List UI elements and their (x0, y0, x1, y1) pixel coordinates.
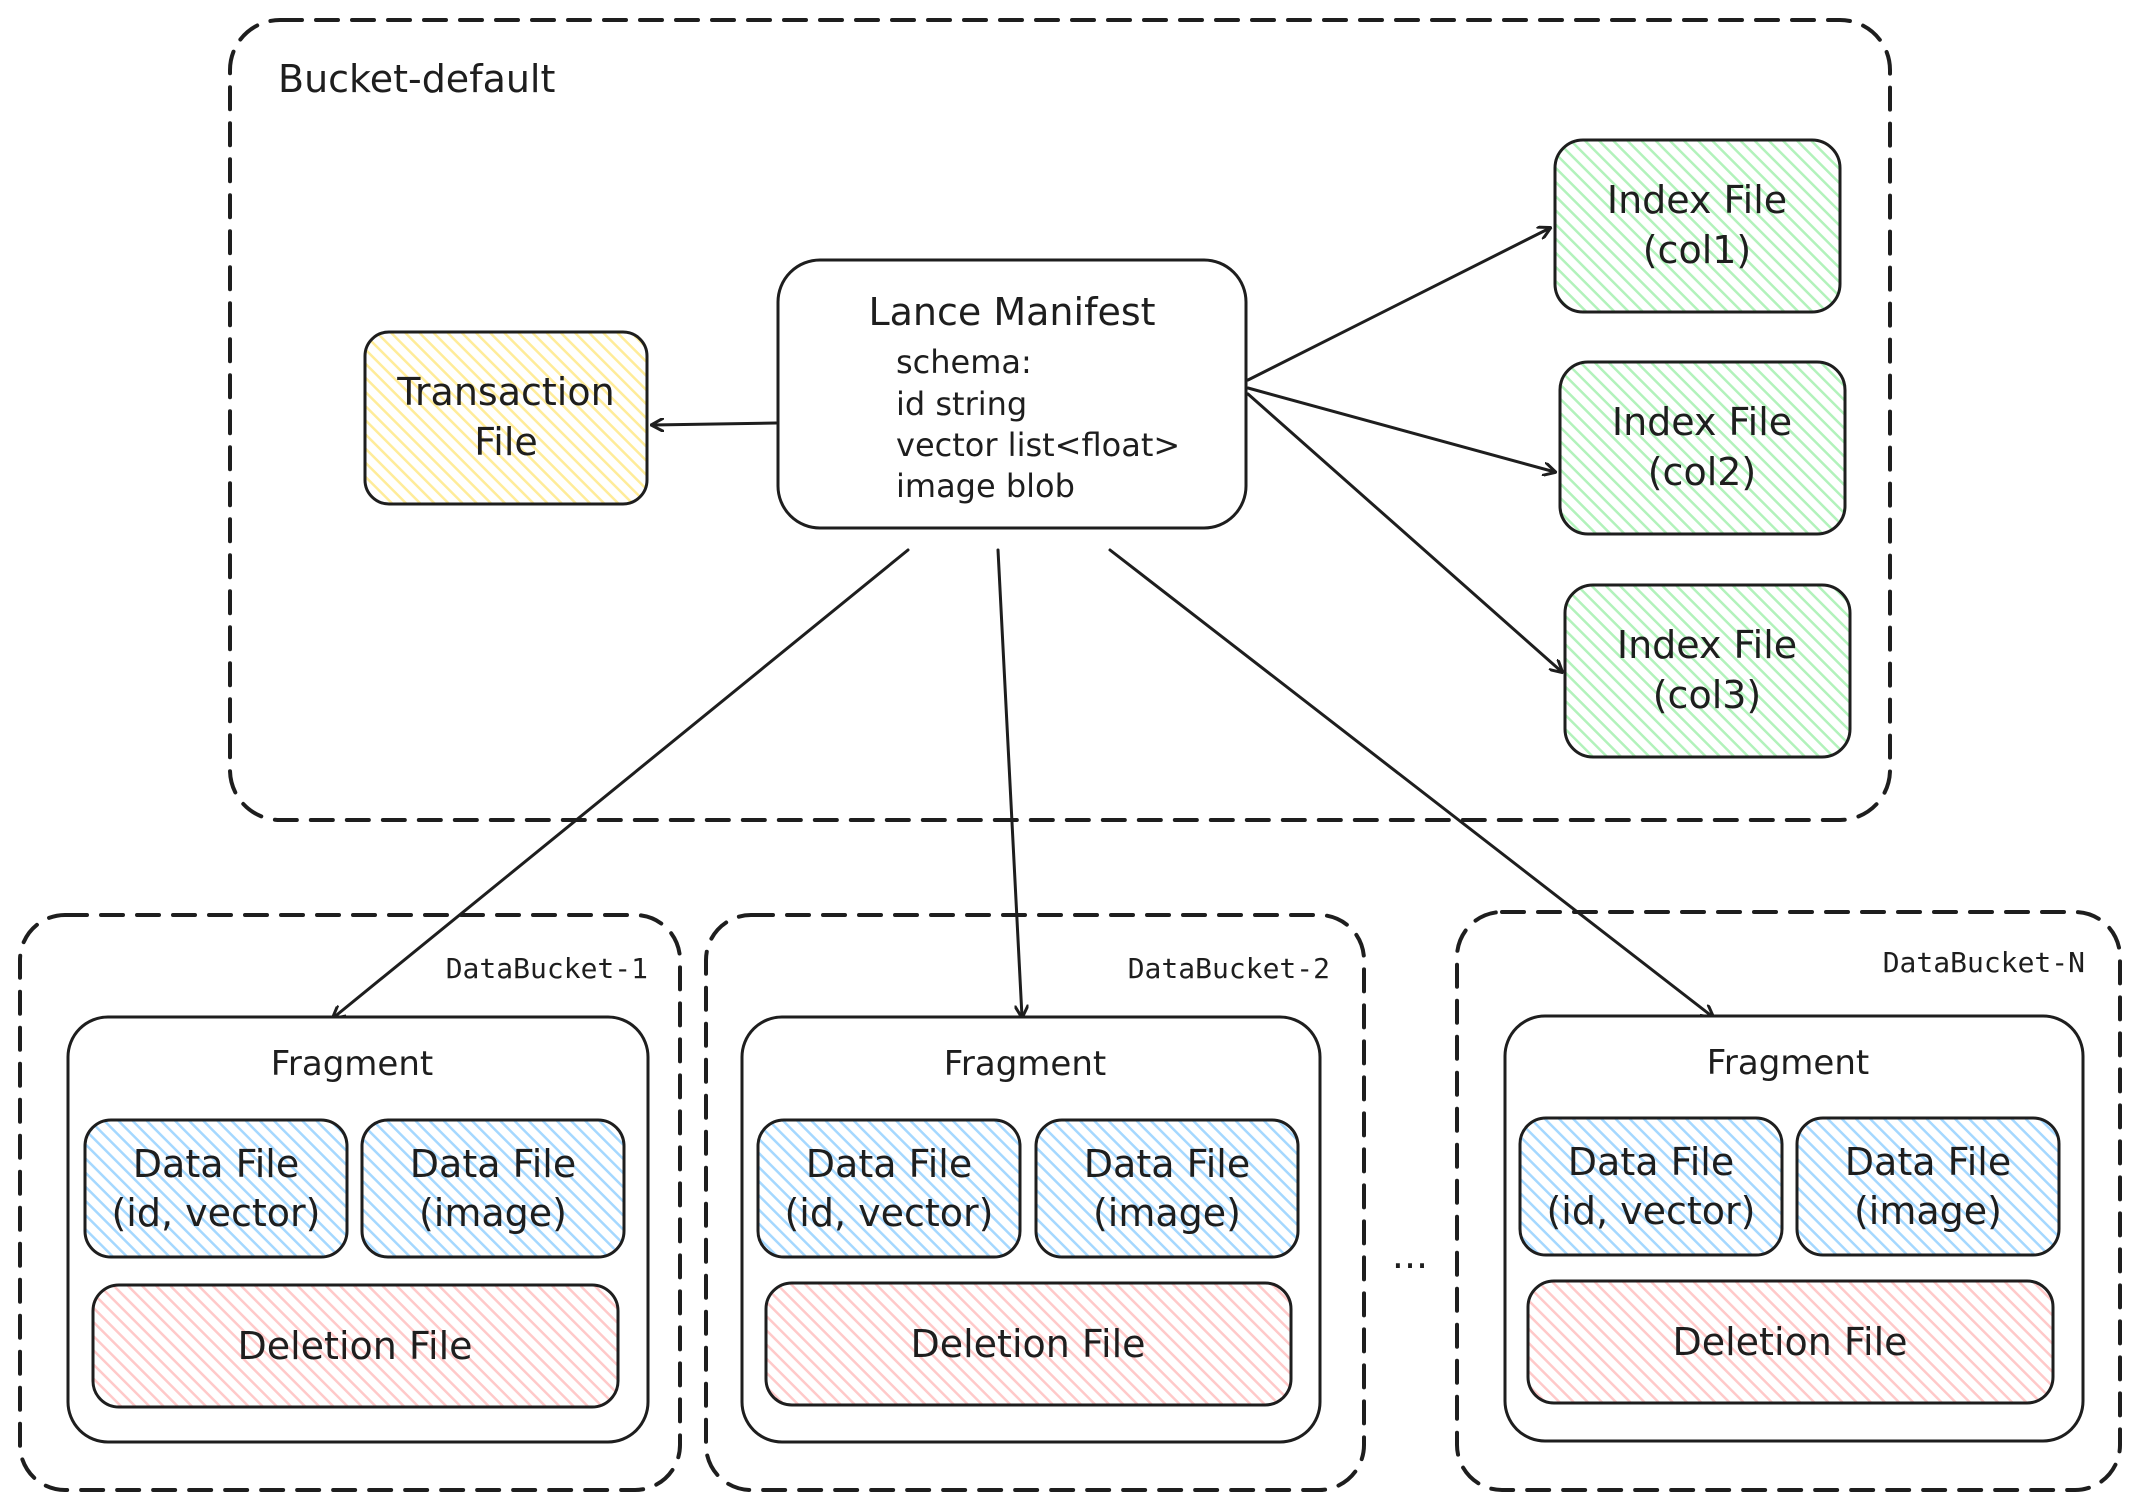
manifest-vector-line: vector list<float> (896, 426, 1180, 464)
databucket-2-data-file-1-line2: (id, vector) (784, 1191, 993, 1235)
databucket-2-label: DataBucket-2 (1128, 952, 1330, 985)
databucket-n-deletion-label: Deletion File (1672, 1320, 1907, 1364)
index-file-col3-line2: (col3) (1653, 673, 1762, 717)
arrow-manifest-to-transaction (652, 423, 778, 425)
index-file-col1: Index File (col1) (1553, 138, 1842, 314)
databucket-1-data-file-2-line1: Data File (410, 1142, 576, 1186)
bucket-default-container: Bucket-default (228, 18, 1892, 822)
arrow-manifest-to-index-col2 (1246, 386, 1555, 472)
index-file-col1-box (1553, 138, 1842, 314)
databucket-1-data-file-1-line2: (id, vector) (111, 1191, 320, 1235)
manifest-schema-line: schema: (896, 343, 1032, 381)
manifest-id-line: id string (896, 385, 1027, 423)
index-file-col1-line1: Index File (1607, 178, 1787, 222)
databucket-n: DataBucket-N Fragment Data File (id, vec… (1455, 910, 2122, 1492)
transaction-file: Transaction File (363, 330, 649, 506)
manifest-image-line: image blob (896, 467, 1075, 505)
databucket-1-deletion-label: Deletion File (237, 1324, 472, 1368)
databucket-2-deletion-file (764, 1281, 1293, 1407)
databucket-1-label: DataBucket-1 (446, 952, 648, 985)
databucket-2-data-file-2-line1: Data File (1084, 1142, 1250, 1186)
arrow-manifest-to-index-col3 (1246, 392, 1562, 672)
databucket-n-data-file-image (1795, 1116, 2061, 1257)
index-file-col2: Index File (col2) (1558, 360, 1847, 536)
arrow-manifest-to-index-col1 (1246, 228, 1550, 382)
databucket-1-data-file-image (360, 1118, 626, 1259)
index-file-col2-box (1558, 360, 1847, 536)
index-file-col3-box (1563, 583, 1852, 759)
databucket-n-data-file-id-vector (1518, 1116, 1784, 1257)
databucket-1-deletion-file (91, 1283, 620, 1409)
transaction-file-line2: File (474, 420, 538, 464)
lance-manifest: Lance Manifest schema: id string vector … (776, 258, 1248, 530)
databucket-2-deletion-label: Deletion File (910, 1322, 1145, 1366)
databucket-2-data-file-id-vector (756, 1118, 1022, 1259)
databucket-n-deletion-file (1526, 1279, 2055, 1405)
databucket-n-data-file-2-line2: (image) (1854, 1189, 2002, 1233)
lance-manifest-box (776, 258, 1248, 530)
databucket-n-data-file-1-line2: (id, vector) (1546, 1189, 1755, 1233)
ellipsis: ... (1392, 1233, 1428, 1277)
transaction-file-line1: Transaction (396, 370, 614, 414)
databucket-n-border (1455, 910, 2122, 1492)
databucket-1-border (18, 913, 682, 1492)
databucket-n-data-file-2-line1: Data File (1845, 1140, 2011, 1184)
bucket-default-border (228, 18, 1892, 822)
databucket-2-data-file-2-line2: (image) (1093, 1191, 1241, 1235)
databucket-2-border (704, 913, 1366, 1492)
databucket-2-data-file-1-line1: Data File (806, 1142, 972, 1186)
index-file-col3: Index File (col3) (1563, 583, 1852, 759)
index-file-col2-line1: Index File (1612, 400, 1792, 444)
index-file-col1-line2: (col1) (1643, 228, 1752, 272)
databucket-2-data-file-image (1034, 1118, 1300, 1259)
arrow-manifest-to-databucket-n (1108, 548, 1713, 1017)
bucket-default-title: Bucket-default (278, 57, 555, 101)
databucket-2: DataBucket-2 Fragment Data File (id, vec… (704, 913, 1366, 1492)
databucket-n-label: DataBucket-N (1883, 946, 2085, 979)
databucket-1-data-file-id-vector (83, 1118, 349, 1259)
lance-manifest-title: Lance Manifest (868, 290, 1155, 334)
databucket-2-fragment-title: Fragment (944, 1044, 1106, 1084)
arrow-manifest-to-databucket-1 (333, 548, 910, 1018)
transaction-file-box (363, 330, 649, 506)
databucket-1: DataBucket-1 Fragment Data File (id, vec… (18, 913, 682, 1492)
databucket-n-data-file-1-line1: Data File (1568, 1140, 1734, 1184)
index-file-col2-line2: (col2) (1648, 450, 1757, 494)
arrow-manifest-to-databucket-2 (996, 548, 1022, 1017)
databucket-1-fragment-title: Fragment (271, 1044, 433, 1084)
databucket-1-data-file-2-line2: (image) (419, 1191, 567, 1235)
databucket-n-fragment-title: Fragment (1707, 1043, 1869, 1083)
index-file-col3-line1: Index File (1617, 623, 1797, 667)
databucket-1-data-file-1-line1: Data File (133, 1142, 299, 1186)
